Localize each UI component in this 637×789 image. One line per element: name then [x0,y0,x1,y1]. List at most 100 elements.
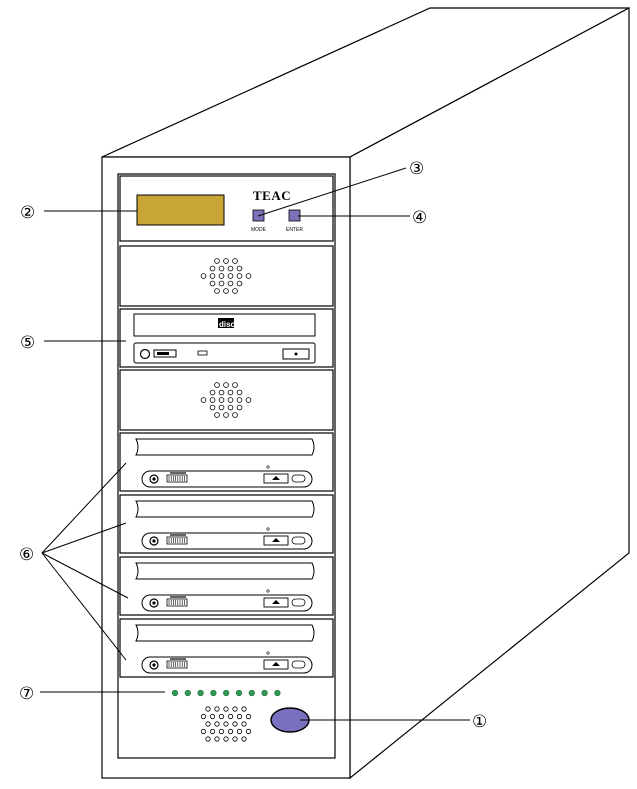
leader-6a [41,462,127,554]
callout-4: ④ [412,208,427,228]
status-led [210,689,217,697]
blank-bay-lower [119,369,334,431]
status-led [248,689,255,697]
vent-hole [227,397,234,403]
emergency-eject [291,598,306,607]
vent-hole [232,706,238,712]
vent-hole [236,397,243,403]
leader-6c [41,552,129,599]
vent-hole [227,713,234,720]
callout-5: ⑤ [20,333,35,353]
eject-icon [272,476,280,480]
vent-hole [241,721,247,727]
vent-hole [236,389,243,396]
writer-drive [119,494,334,554]
vent-hole [218,273,225,279]
vent-grille-bottom [200,706,252,742]
callout-7: ⑦ [19,684,34,704]
callout-3: ③ [409,159,424,179]
status-led [274,689,281,697]
vent-hole [200,713,207,720]
eject-icon [272,538,280,542]
blank-bay-upper [119,245,334,307]
vent-hole [209,713,216,720]
vent-hole [205,736,211,742]
writer-drive [119,618,334,678]
lcd-display [136,194,225,226]
vent-hole [236,265,243,272]
eject-icon [272,662,280,666]
vent-hole [205,721,211,727]
cdrom-logo: disc [219,320,236,329]
vent-hole [218,713,225,720]
vent-hole [218,397,225,403]
vent-hole [218,389,225,396]
vent-hole [241,706,247,712]
callout-2: ② [20,203,35,223]
writer-tray [135,500,315,518]
callout-6: ⑥ [19,545,34,565]
vent-hole [214,721,220,727]
writer-drive [119,556,334,616]
status-led [261,689,268,697]
writer-drive [119,432,334,492]
vent-hole [245,397,252,403]
enter-label: ENTER [286,227,303,233]
vent-hole [209,389,216,396]
leader-6d [41,552,127,661]
vent-hole [232,258,238,264]
vent-hole [236,728,243,735]
writer-tray [135,624,315,642]
status-led [197,689,204,697]
vent-hole [245,728,252,735]
status-led [235,689,243,697]
vent-hole [236,273,243,279]
vent-hole [223,706,229,712]
writer-drives [119,432,334,678]
vent-hole [223,382,229,388]
vent-hole [227,404,234,411]
vent-hole [209,265,216,272]
leader-3 [257,167,407,217]
vent-hole [200,273,207,279]
callout-numbers: ① ② ③ ④ ⑤ ⑥ ⑦ [19,159,487,732]
volume-slider [166,474,188,483]
vent-hole [209,404,216,411]
vent-hole [223,288,229,294]
vent-hole [227,273,234,279]
vent-hole [209,280,216,287]
headphone-jack [139,348,151,360]
vent-hole [227,728,234,735]
vent-hole [209,273,216,279]
vent-hole [223,258,229,264]
leader-6b [41,522,127,554]
volume-slider [166,598,188,607]
vent-grille-upper [200,258,252,294]
vent-hole [236,404,243,411]
status-led [223,689,230,697]
status-led [171,689,179,697]
vent-hole [214,706,220,712]
mode-label: MODE [251,227,267,233]
vent-hole [218,728,225,735]
vent-grille-lower [200,382,252,418]
brand-logo: TEAC [253,188,291,203]
vent-hole [214,382,220,388]
callout-lines [40,167,470,721]
vent-hole [232,382,238,388]
vent-hole [209,728,216,735]
eject-icon [272,600,280,604]
vent-hole [218,265,225,272]
vent-hole [214,412,220,418]
vent-hole [223,412,229,418]
vent-hole [214,288,220,294]
emergency-eject [291,474,306,483]
vent-hole [236,280,243,287]
vent-hole [200,728,207,735]
vent-hole [214,258,220,264]
busy-indicator [197,350,208,356]
cdrom-control-strip [133,342,316,364]
vent-hole [245,273,252,279]
